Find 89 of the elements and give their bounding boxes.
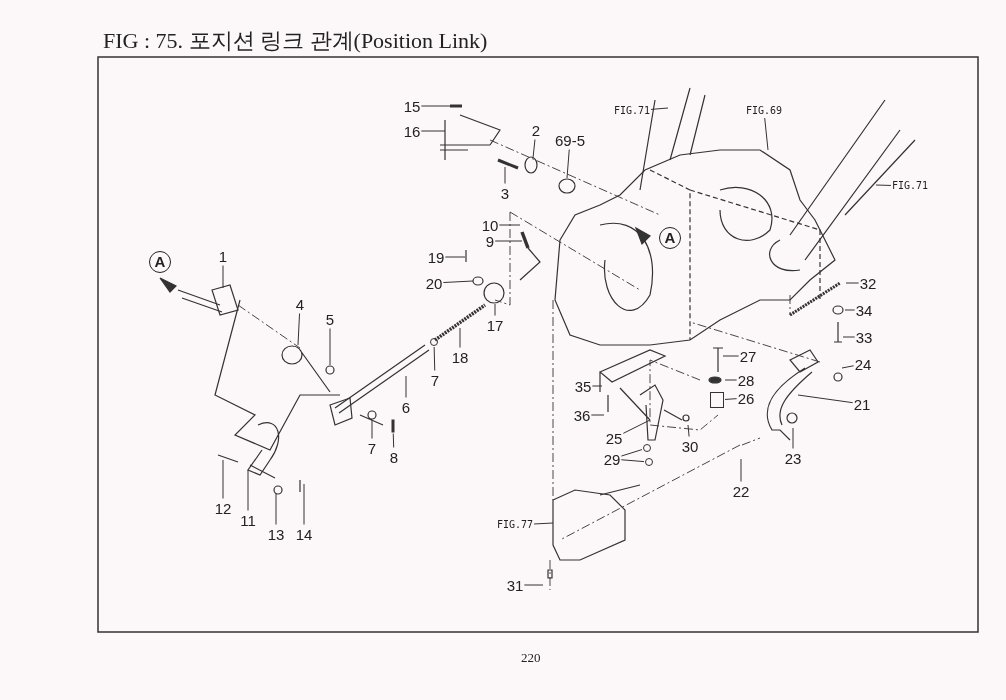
- callout-number: 34: [855, 301, 873, 319]
- figure-reference: FIG.69: [745, 105, 783, 117]
- callout-number: 1: [218, 247, 228, 265]
- leader-line: [303, 483, 305, 525]
- callout-number: 36: [573, 406, 591, 424]
- callout-number: 7: [367, 439, 377, 457]
- callout-number: 69-5: [555, 131, 585, 149]
- callout-number: 13: [267, 525, 285, 543]
- leader-line: [523, 584, 544, 586]
- leader-line: [797, 394, 854, 404]
- leader-line: [591, 385, 603, 387]
- figure-reference: FIG.71: [613, 105, 651, 117]
- callout-number: 10: [481, 216, 499, 234]
- leader-line: [222, 459, 224, 499]
- callout-number: 29: [603, 450, 621, 468]
- spring: [710, 392, 724, 408]
- callout-number: 28: [737, 371, 755, 389]
- callout-number: 14: [295, 525, 313, 543]
- figure-reference: FIG.77: [496, 519, 534, 531]
- leader-line: [494, 240, 523, 242]
- leader-line: [764, 117, 769, 151]
- leader-line: [845, 282, 860, 284]
- page-number: 220: [521, 651, 541, 664]
- callout-number: 6: [401, 398, 411, 416]
- leader-line: [247, 469, 249, 511]
- callout-number: 27: [739, 347, 757, 365]
- leader-line: [392, 433, 395, 448]
- leader-line: [504, 166, 506, 184]
- leader-line: [371, 419, 373, 439]
- leader-line: [724, 398, 738, 400]
- leader-line: [650, 107, 669, 110]
- leader-line: [297, 313, 301, 346]
- callout-number: 22: [732, 482, 750, 500]
- leader-line: [433, 346, 436, 371]
- leader-line: [792, 427, 794, 449]
- callout-number: 20: [425, 274, 443, 292]
- callout-number: 7: [430, 371, 440, 389]
- callout-number: 19: [427, 248, 445, 266]
- leader-line: [566, 149, 570, 179]
- callout-number: 26: [737, 389, 755, 407]
- leader-line: [740, 458, 742, 482]
- leader-line: [444, 256, 466, 258]
- leader-line: [275, 492, 277, 525]
- leader-line: [841, 365, 855, 369]
- leader-line: [724, 379, 738, 381]
- leader-line: [420, 130, 446, 132]
- callout-number: 11: [240, 511, 256, 529]
- callout-number: 18: [451, 348, 469, 366]
- callout-number: 21: [853, 395, 871, 413]
- callout-number: 23: [784, 449, 802, 467]
- leader-line: [842, 336, 856, 338]
- callout-number: 25: [605, 429, 623, 447]
- leader-line: [875, 184, 892, 186]
- figure-title: FIG : 75. 포지션 링크 관계(Position Link): [103, 30, 488, 52]
- callout-number: 33: [855, 328, 873, 346]
- callout-number: 17: [486, 316, 504, 334]
- callout-number: 3: [500, 184, 510, 202]
- pin: [391, 419, 395, 433]
- callout-number: 15: [403, 97, 421, 115]
- leader-line: [329, 328, 331, 366]
- leader-line: [222, 265, 224, 289]
- leader-line: [498, 224, 521, 226]
- leader-line: [420, 105, 451, 107]
- leader-line: [532, 139, 536, 159]
- leader-line: [620, 459, 645, 463]
- leader-line: [494, 303, 496, 316]
- leader-line: [622, 419, 651, 434]
- callout-number: 12: [214, 499, 232, 517]
- callout-number: 35: [574, 377, 592, 395]
- leader-line: [459, 327, 461, 348]
- leader-line: [722, 355, 740, 357]
- leader-line: [405, 375, 407, 398]
- callout-number: 32: [859, 274, 877, 292]
- figure-reference: FIG.71: [891, 180, 929, 192]
- leader-line: [620, 449, 643, 457]
- leader-line: [687, 424, 690, 437]
- leader-line: [442, 280, 474, 283]
- callout-number: 5: [325, 310, 335, 328]
- callout-number: 9: [485, 232, 495, 250]
- callout-number: 8: [389, 448, 399, 466]
- leader-line: [844, 309, 856, 311]
- callout-number: 24: [854, 355, 872, 373]
- callout-number: 16: [403, 122, 421, 140]
- leader-line: [533, 522, 554, 525]
- leader-line: [590, 414, 605, 416]
- callout-number: 2: [531, 121, 541, 139]
- callout-number: 4: [295, 295, 305, 313]
- callout-number: 30: [681, 437, 699, 455]
- callout-number: 31: [506, 576, 524, 594]
